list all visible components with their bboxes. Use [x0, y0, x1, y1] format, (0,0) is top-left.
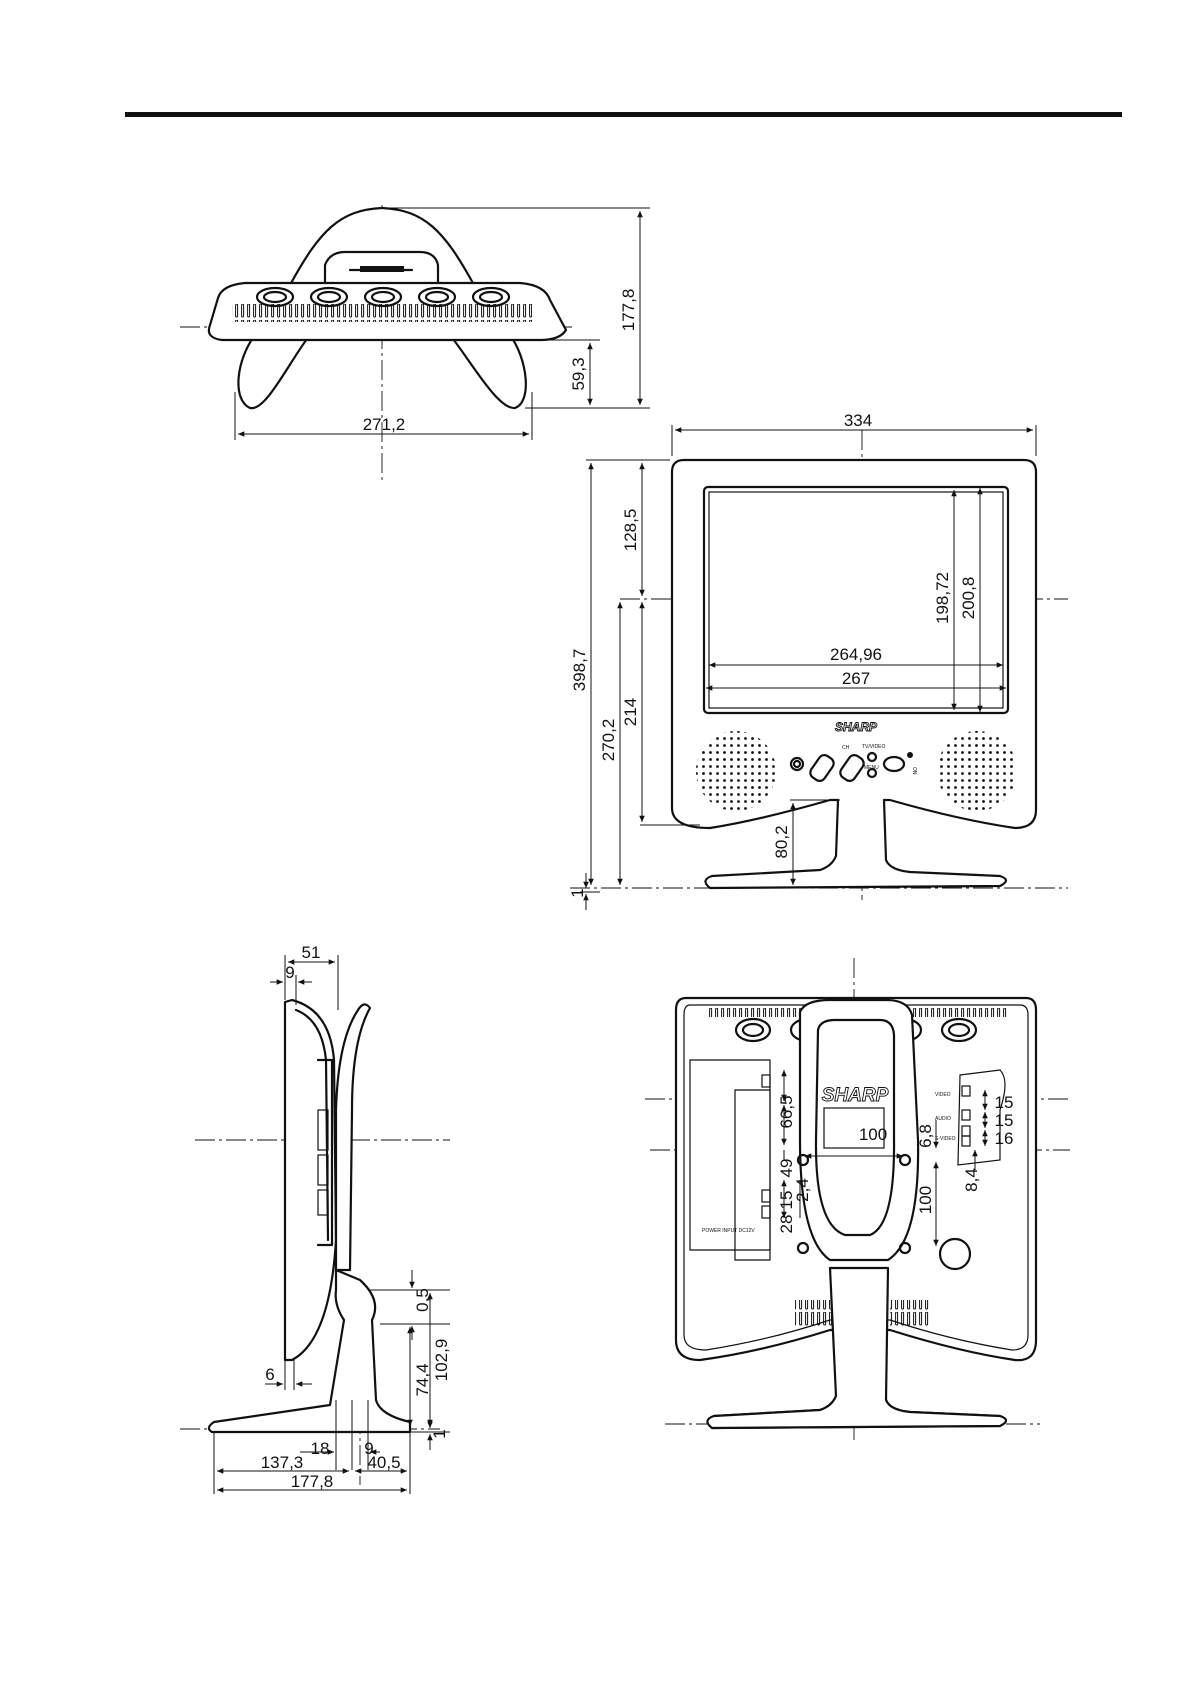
top-view: 177,8 59,3 271,2: [180, 205, 650, 482]
dim-front-lower: 214: [621, 698, 640, 726]
dim-screen-w1: 264,96: [830, 645, 882, 664]
dim-rear-28: 28: [777, 1215, 796, 1234]
front-logo: SHARP: [835, 720, 878, 734]
dim-rear-68: 6,8: [916, 1124, 935, 1148]
right-speaker: [937, 731, 1017, 811]
dim-side-x3: 137,3: [261, 1453, 304, 1472]
dim-width: 271,2: [363, 415, 406, 434]
dim-rear-100h: 100: [859, 1125, 887, 1144]
rear-lbl-video: VIDEO: [935, 1092, 951, 1098]
dim-front-neck: 80,2: [772, 825, 791, 858]
ctrl-menu: MENU: [864, 765, 879, 771]
dim-rear-84: 8,4: [962, 1168, 981, 1192]
dim-side-bezel: 9: [285, 963, 294, 982]
dim-side-foot: 1: [430, 1429, 449, 1438]
rear-view: SHARP POWER INPUT DC12V VIDEO AUDIO S-VI…: [645, 958, 1070, 1440]
dim-side-depth-top: 51: [302, 943, 321, 962]
dim-rear-49: 49: [777, 1159, 796, 1178]
dim-rear-16: 16: [995, 1129, 1014, 1148]
rear-lbl-power: POWER INPUT DC12V: [702, 1228, 755, 1234]
dim-screen-w2: 267: [842, 669, 870, 688]
dim-rear-665: 66,5: [777, 1095, 796, 1128]
rear-lbl-audio: AUDIO: [935, 1116, 951, 1122]
dim-side-back: 6: [265, 1365, 274, 1384]
ctrl-tvvideo: TV/VIDEO: [862, 744, 885, 750]
front-view: SHARP TV/VIDEO MENU CH ON: [568, 411, 1068, 910]
dim-screen-h1: 198,72: [933, 572, 952, 624]
side-view: 51 9 0,5 74,4 102,9 1 6 18 9 137,3 40,5 …: [180, 943, 451, 1494]
dim-side-gap: 0,5: [413, 1288, 432, 1312]
dim-rear-100v: 100: [916, 1186, 935, 1214]
dim-side-x4: 40,5: [367, 1453, 400, 1472]
rear-logo: SHARP: [822, 1085, 889, 1106]
dim-rear-15a: 15: [777, 1191, 796, 1210]
ctrl-ch: CH: [842, 745, 850, 751]
left-speaker: [696, 731, 776, 811]
dim-front-center: 270,2: [599, 719, 618, 762]
rear-lbl-svideo: S-VIDEO: [935, 1136, 956, 1142]
dim-depth: 177,8: [619, 289, 638, 332]
dim-screen-h2: 200,8: [959, 577, 978, 620]
ctrl-on: ON: [911, 767, 917, 775]
dim-side-neck-h: 74,4: [413, 1363, 432, 1396]
header-rule: [125, 112, 1122, 117]
dim-rear-15b: 15: [995, 1093, 1014, 1112]
dim-front-top: 128,5: [621, 509, 640, 552]
dim-stand: 59,3: [569, 357, 588, 390]
dim-rear-15c: 15: [995, 1111, 1014, 1130]
dim-side-x1: 18: [311, 1439, 330, 1458]
dim-front-width: 334: [844, 411, 872, 430]
dim-front-height: 398,7: [570, 649, 589, 692]
dim-side-total: 177,8: [291, 1472, 334, 1491]
dim-front-base: 1: [568, 888, 587, 897]
dim-side-stand-h: 102,9: [432, 1339, 451, 1382]
